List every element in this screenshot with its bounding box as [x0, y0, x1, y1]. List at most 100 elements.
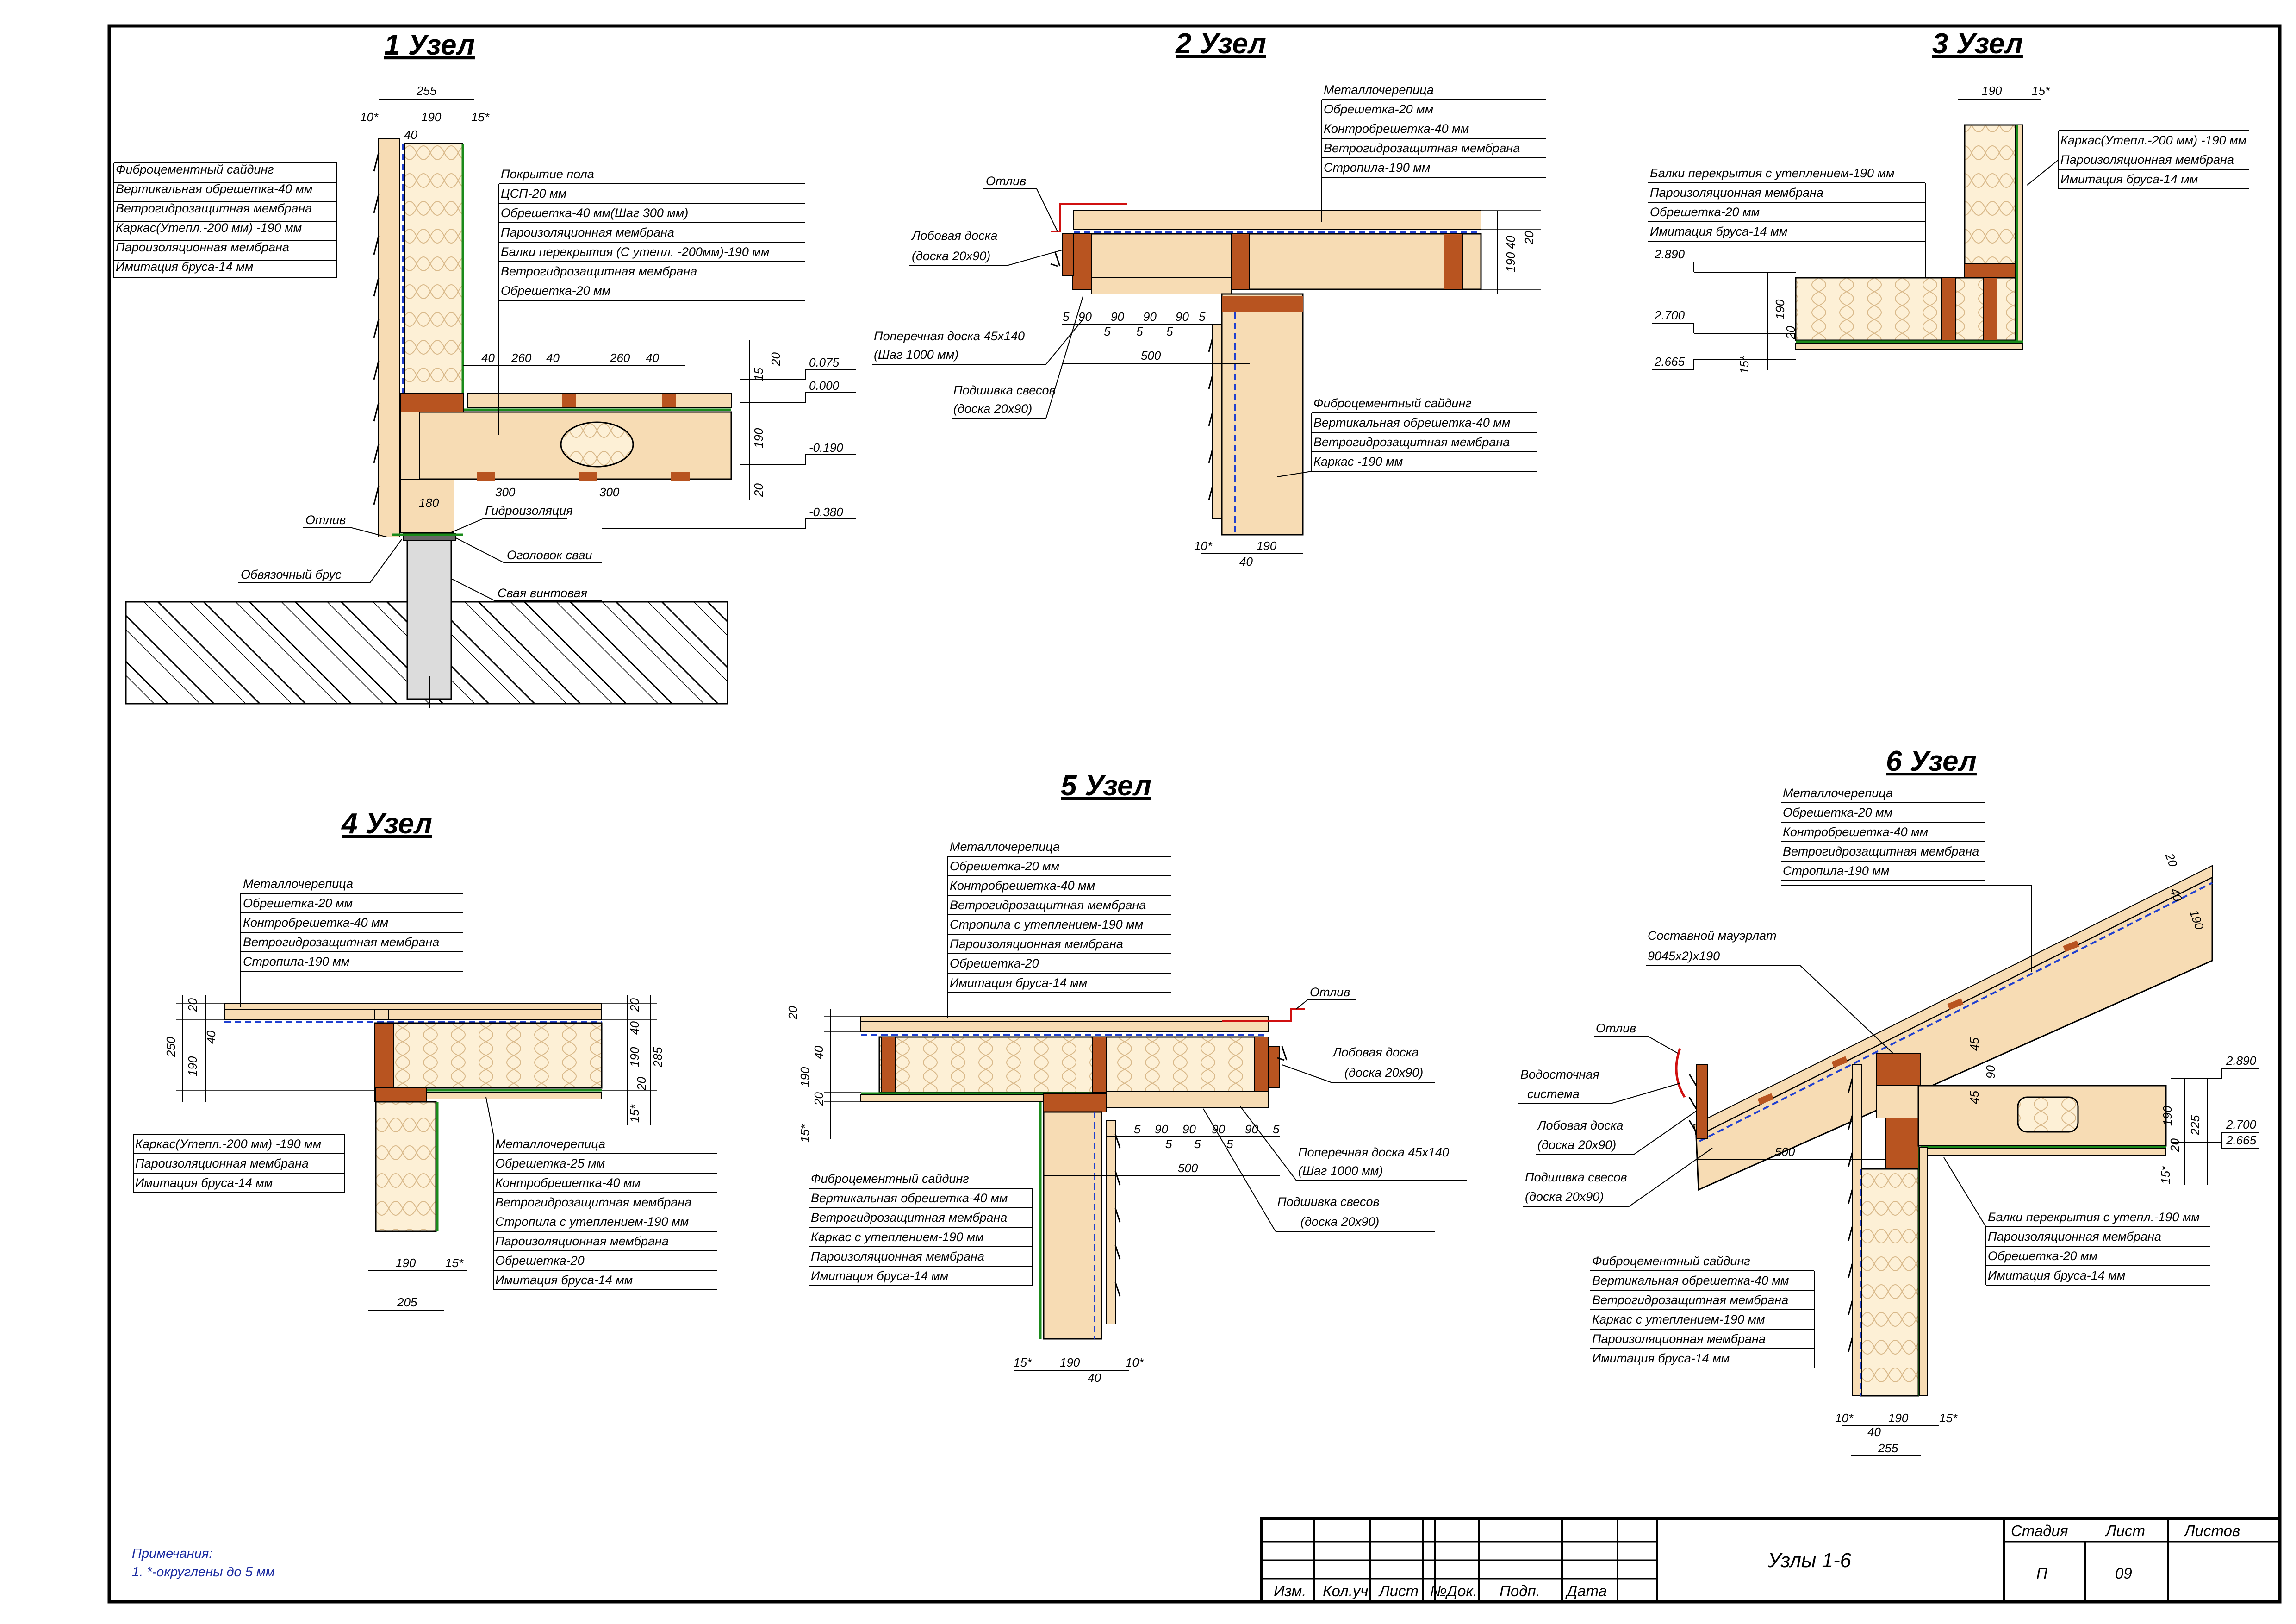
- svg-text:45: 45: [1967, 1091, 1981, 1104]
- notes-item-1: 1. *-округлены до 5 мм: [132, 1565, 275, 1580]
- svg-text:90: 90: [1078, 310, 1092, 324]
- n4-ceiling-layers: Металлочерепица Обрешетка-25 мм Контробр…: [485, 1097, 717, 1290]
- svg-text:Отлив: Отлив: [1310, 985, 1350, 999]
- svg-text:(доска 20х90): (доска 20х90): [912, 249, 990, 263]
- svg-text:Фиброцементный сайдинг: Фиброцементный сайдинг: [1313, 396, 1472, 410]
- svg-text:285: 285: [651, 1047, 665, 1068]
- svg-text:Обрешетка-20 мм: Обрешетка-20 мм: [1988, 1249, 2097, 1263]
- svg-text:40: 40: [204, 1031, 218, 1044]
- svg-text:190: 190: [798, 1067, 812, 1087]
- svg-text:2.700: 2.700: [1654, 308, 1685, 322]
- n4-rafter: [374, 1022, 603, 1089]
- n5-wall-layers: Фиброцементный сайдинг Вертикальная обре…: [809, 1172, 1033, 1286]
- svg-text:(доска 20х90): (доска 20х90): [1344, 1066, 1423, 1080]
- svg-text:Каркас(Утепл.-200 мм) -190 мм: Каркас(Утепл.-200 мм) -190 мм: [2060, 133, 2246, 147]
- svg-text:-0.380: -0.380: [809, 505, 843, 519]
- n5-roof-layers: Металлочерепица Обрешетка-20 мм Контробр…: [947, 840, 1171, 1018]
- svg-text:Имитация бруса-14 мм: Имитация бруса-14 мм: [1988, 1268, 2125, 1282]
- svg-text:2.665: 2.665: [1654, 355, 1685, 369]
- svg-text:Каркас с утеплением-190 мм: Каркас с утеплением-190 мм: [1592, 1312, 1765, 1326]
- svg-text:ЦСП-20 мм: ЦСП-20 мм: [501, 187, 566, 200]
- stamp-stadia: П: [2036, 1565, 2047, 1582]
- svg-text:5: 5: [1226, 1137, 1233, 1151]
- svg-text:90: 90: [1176, 310, 1189, 324]
- svg-text:Ветрогидрозащитная мембрана: Ветрогидрозащитная мембрана: [1324, 141, 1520, 155]
- n4-roof-layers: Металлочерепица Обрешетка-20 мм Контробр…: [240, 877, 463, 1007]
- svg-text:Вертикальная обрешетка-40 мм: Вертикальная обрешетка-40 мм: [1592, 1274, 1789, 1287]
- n3-floor-layers: Балки перекрытия с утеплением-190 мм Пар…: [1648, 166, 1926, 278]
- n2-wall-layers: Фиброцементный сайдинг Вертикальная обре…: [1277, 396, 1537, 477]
- svg-text:Пароизоляционная мембрана: Пароизоляционная мембрана: [495, 1234, 669, 1248]
- svg-text:Гидроизоляция: Гидроизоляция: [485, 504, 573, 518]
- svg-text:Фиброцементный сайдинг: Фиброцементный сайдинг: [1592, 1254, 1750, 1268]
- node-1: 1 Узел 255 10* 190 15* 40: [113, 29, 856, 708]
- node-1-title: 1 Узел: [384, 29, 475, 61]
- svg-text:10*: 10*: [1194, 539, 1213, 553]
- node-3-title: 3 Узел: [1932, 28, 2023, 60]
- svg-text:Обрешетка-20 мм: Обрешетка-20 мм: [1783, 806, 1892, 819]
- node-5-title: 5 Узел: [1061, 770, 1151, 802]
- svg-text:Ветрогидрозащитная мембрана: Ветрогидрозащитная мембрана: [1592, 1293, 1788, 1307]
- n4-wall: [375, 1101, 437, 1232]
- svg-text:Обрешетка-20 мм: Обрешетка-20 мм: [950, 859, 1059, 873]
- notes: Примечания: 1. *-округлены до 5 мм: [132, 1546, 275, 1580]
- svg-text:Обрешетка-25 мм: Обрешетка-25 мм: [495, 1156, 605, 1170]
- svg-text:Ветрогидрозащитная мембрана: Ветрогидрозащитная мембрана: [811, 1211, 1007, 1224]
- svg-text:Лобовая доска: Лобовая доска: [1537, 1118, 1623, 1132]
- svg-text:2.890: 2.890: [2226, 1054, 2257, 1068]
- svg-text:(доска 20х90): (доска 20х90): [1525, 1190, 1604, 1204]
- svg-text:Стропила-190 мм: Стропила-190 мм: [1324, 161, 1430, 175]
- svg-text:Имитация бруса-14 мм: Имитация бруса-14 мм: [116, 260, 253, 274]
- n6-callouts: Составной мауэрлат 9045х2)х190 Отлив Вод…: [1518, 929, 1893, 1207]
- svg-text:15*: 15*: [2159, 1166, 2172, 1184]
- svg-text:Вертикальная обрешетка-40 мм: Вертикальная обрешетка-40 мм: [1313, 416, 1510, 430]
- svg-text:Обрешетка-20 мм: Обрешетка-20 мм: [1324, 102, 1433, 116]
- svg-text:Балки перекрытия с утеплением-: Балки перекрытия с утеплением-190 мм: [1650, 166, 1895, 180]
- svg-text:Каркас -190 мм: Каркас -190 мм: [1313, 455, 1403, 468]
- svg-text:15*: 15*: [445, 1256, 464, 1270]
- svg-text:45: 45: [1967, 1037, 1981, 1051]
- svg-text:Обрешетка-20 мм: Обрешетка-20 мм: [501, 284, 610, 298]
- svg-text:(доска 20х90): (доска 20х90): [953, 402, 1032, 416]
- svg-text:15*: 15*: [1939, 1411, 1958, 1425]
- svg-text:40: 40: [812, 1046, 826, 1059]
- svg-text:40: 40: [546, 351, 560, 365]
- n3-levels: 2.890 2.700 2.665: [1652, 247, 1796, 370]
- svg-text:Имитация бруса-14 мм: Имитация бруса-14 мм: [2060, 172, 2198, 186]
- node-2: 2 Узел Металлочерепица Обрешетка-20 мм К…: [872, 28, 1546, 568]
- svg-text:Свая винтовая: Свая винтовая: [498, 586, 587, 600]
- n4-wall-layers: Каркас(Утепл.-200 мм) -190 мм Пароизоляц…: [133, 1134, 384, 1193]
- svg-text:15*: 15*: [471, 110, 490, 124]
- n1-floor-layers: Покрытие пола ЦСП-20 мм Обрешетка-40 мм(…: [498, 167, 805, 435]
- svg-text:Лобовая доска: Лобовая доска: [1332, 1045, 1419, 1059]
- n6-wall: [1860, 1168, 1919, 1397]
- notes-title: Примечания:: [132, 1546, 212, 1561]
- title-block: Изм. Кол.уч. Лист №Док. Подп. Дата Узлы …: [1260, 1517, 2281, 1603]
- svg-text:190: 190: [396, 1256, 416, 1270]
- n3-floor-beam: [1795, 277, 2016, 341]
- svg-text:Составной мауэрлат: Составной мауэрлат: [1648, 929, 1777, 943]
- svg-text:190: 190: [2160, 1106, 2174, 1126]
- n5-rafter: [878, 1036, 1264, 1093]
- svg-text:Лобовая доска: Лобовая доска: [911, 229, 997, 243]
- svg-text:40: 40: [1088, 1371, 1101, 1385]
- svg-text:90: 90: [1984, 1065, 1997, 1079]
- svg-text:190: 190: [186, 1056, 199, 1076]
- svg-text:300: 300: [495, 485, 516, 499]
- svg-text:Имитация бруса-14 мм: Имитация бруса-14 мм: [950, 976, 1087, 990]
- svg-text:500: 500: [1178, 1161, 1198, 1175]
- svg-text:Водосточная: Водосточная: [1520, 1068, 1599, 1081]
- siding: [378, 138, 400, 537]
- svg-text:90: 90: [1111, 310, 1124, 324]
- svg-text:Обрешетка-20 мм: Обрешетка-20 мм: [1650, 205, 1760, 219]
- svg-text:15*: 15*: [1014, 1355, 1032, 1369]
- svg-text:Контробрешетка-40 мм: Контробрешетка-40 мм: [1783, 825, 1928, 839]
- n6-roof-layers: Металлочерепица Обрешетка-20 мм Контробр…: [1781, 786, 2032, 972]
- svg-text:Пароизоляционная мембрана: Пароизоляционная мембрана: [135, 1156, 309, 1170]
- svg-text:(Шаг 1000 мм): (Шаг 1000 мм): [874, 348, 958, 362]
- svg-text:Подшивка свесов: Подшивка свесов: [1525, 1170, 1627, 1184]
- n3-wall-insulation: [1964, 124, 2023, 265]
- svg-text:190: 190: [1060, 1355, 1080, 1369]
- svg-text:190: 190: [1504, 252, 1518, 272]
- svg-text:20: 20: [752, 483, 765, 497]
